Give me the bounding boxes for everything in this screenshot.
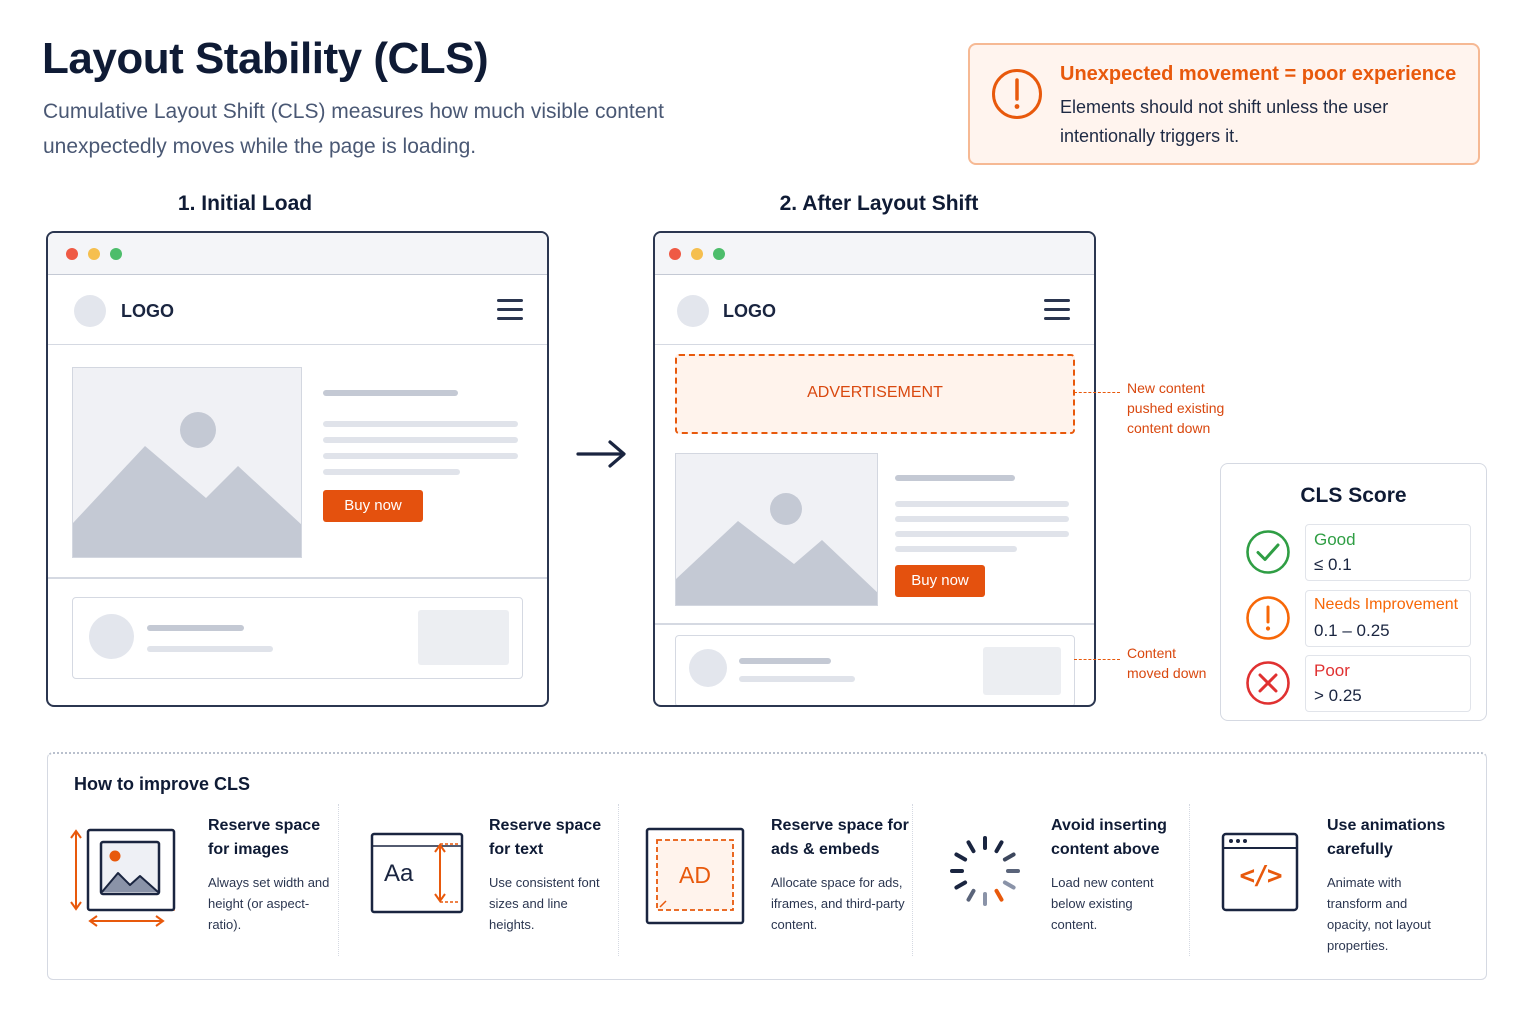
tip-description: Allocate space for ads, iframes, and thi… [771, 875, 905, 932]
tip-divider [338, 804, 339, 956]
text-line [323, 390, 458, 396]
tip-title: Reserve space for text [489, 817, 602, 858]
tip-title: Avoid inserting content above [1051, 817, 1167, 858]
hamburger-menu-icon [497, 299, 523, 321]
annotation-content-moved: Content moved down [1127, 645, 1207, 681]
cls-score-card: CLS Score Good ≤ 0.1 Needs Improvement 0… [1220, 463, 1487, 721]
text-line [323, 421, 518, 427]
text-size-icon: Aa [370, 832, 464, 914]
logo-text: LOGO [121, 301, 174, 321]
score-value: ≤ 0.1 [1314, 555, 1352, 574]
tip-title: Reserve space for ads & embeds [771, 817, 909, 858]
text-line [895, 516, 1069, 522]
annotation-line [1074, 659, 1120, 660]
logo-mark-icon [74, 295, 106, 327]
text-line [895, 531, 1069, 537]
exclamation-icon [992, 69, 1042, 119]
tip-divider [618, 804, 619, 956]
tip-title: Reserve space for images [208, 817, 321, 858]
maximize-dot-icon [110, 248, 122, 260]
score-row-good: Good ≤ 0.1 [1305, 524, 1471, 581]
annotation-line [1074, 392, 1120, 393]
score-name: Poor [1314, 661, 1350, 680]
site-navbar: LOGO [655, 275, 1094, 345]
tip-description: Use consistent font sizes and line heigh… [489, 875, 600, 932]
text-line [895, 546, 1017, 552]
site-navbar: LOGO [48, 275, 547, 345]
avatar [89, 614, 134, 659]
advertisement-label: ADVERTISEMENT [807, 384, 943, 401]
content-card [72, 597, 523, 679]
score-name: Needs Improvement [1314, 596, 1459, 613]
browser-titlebar [48, 233, 547, 275]
landscape-icon [73, 412, 301, 557]
ad-placeholder-icon: AD [645, 827, 745, 925]
tip-title: Use animations carefully [1327, 817, 1446, 858]
page-title: Layout Stability (CLS) [42, 34, 489, 83]
loading-spinner-icon [950, 836, 1020, 906]
panel-label-initial: 1. Initial Load [177, 192, 313, 215]
code-window-icon: </> [1221, 832, 1299, 912]
thumbnail-placeholder [983, 647, 1061, 695]
improve-title: How to improve CLS [74, 774, 251, 794]
score-row-needs-improvement: Needs Improvement 0.1 – 0.25 [1305, 590, 1471, 647]
section-divider [48, 577, 547, 579]
score-value: 0.1 – 0.25 [1314, 621, 1390, 640]
browser-after-shift: LOGO ADVERTISEMENT Buy now [653, 231, 1096, 707]
thumbnail-placeholder [418, 610, 509, 665]
image-dimensions-icon [70, 828, 176, 927]
close-dot-icon [66, 248, 78, 260]
code-glyph: </> [1239, 861, 1283, 891]
advertisement-banner: ADVERTISEMENT [675, 354, 1075, 434]
score-name: Good [1314, 530, 1356, 549]
text-line [147, 646, 273, 652]
warning-callout: Unexpected movement = poor experience El… [968, 43, 1480, 165]
text-line [147, 625, 244, 631]
tip-description: Load new content below existing content. [1051, 875, 1154, 932]
logo-text: LOGO [723, 301, 776, 321]
section-divider [655, 623, 1094, 625]
minimize-dot-icon [88, 248, 100, 260]
tip-description: Always set width and height (or aspect-r… [208, 875, 330, 932]
buy-now-button[interactable]: Buy now [895, 565, 985, 597]
page-subtitle: Cumulative Layout Shift (CLS) measures h… [43, 100, 664, 158]
text-line [739, 676, 855, 682]
tip-divider [1189, 804, 1190, 956]
text-line [895, 501, 1069, 507]
avatar [689, 649, 727, 687]
text-line [895, 475, 1015, 481]
hamburger-menu-icon [1044, 299, 1070, 321]
check-circle-icon [1246, 530, 1290, 574]
tip-divider [912, 804, 913, 956]
logo-mark-icon [677, 295, 709, 327]
text-line [739, 658, 831, 664]
image-placeholder [72, 367, 302, 558]
x-circle-icon [1246, 661, 1290, 705]
buy-now-button[interactable]: Buy now [323, 490, 423, 522]
text-line [323, 453, 518, 459]
annotation-new-content: New content pushed existing content down [1127, 380, 1225, 436]
maximize-dot-icon [713, 248, 725, 260]
exclamation-circle-icon [1246, 596, 1290, 640]
arrow-right-icon [576, 440, 626, 468]
text-line [323, 469, 460, 475]
minimize-dot-icon [691, 248, 703, 260]
text-size-glyph: Aa [384, 860, 414, 887]
warning-title: Unexpected movement = poor experience [1060, 63, 1457, 85]
close-dot-icon [669, 248, 681, 260]
browser-initial-load: LOGO Buy now [46, 231, 549, 707]
ad-glyph: AD [679, 862, 711, 888]
warning-text: Elements should not shift unless the use… [1060, 97, 1389, 146]
score-row-poor: Poor > 0.25 [1305, 655, 1471, 712]
landscape-icon [676, 493, 877, 605]
image-placeholder [675, 453, 878, 606]
score-value: > 0.25 [1314, 686, 1362, 705]
text-line [323, 437, 518, 443]
tip-description: Animate with transform and opacity, not … [1327, 875, 1431, 953]
content-card [675, 635, 1075, 705]
score-title: CLS Score [1300, 484, 1407, 507]
browser-titlebar [655, 233, 1094, 275]
panel-label-after: 2. After Layout Shift [779, 192, 979, 215]
improve-cls-panel: How to improve CLS Reserve space for ima… [47, 752, 1487, 980]
